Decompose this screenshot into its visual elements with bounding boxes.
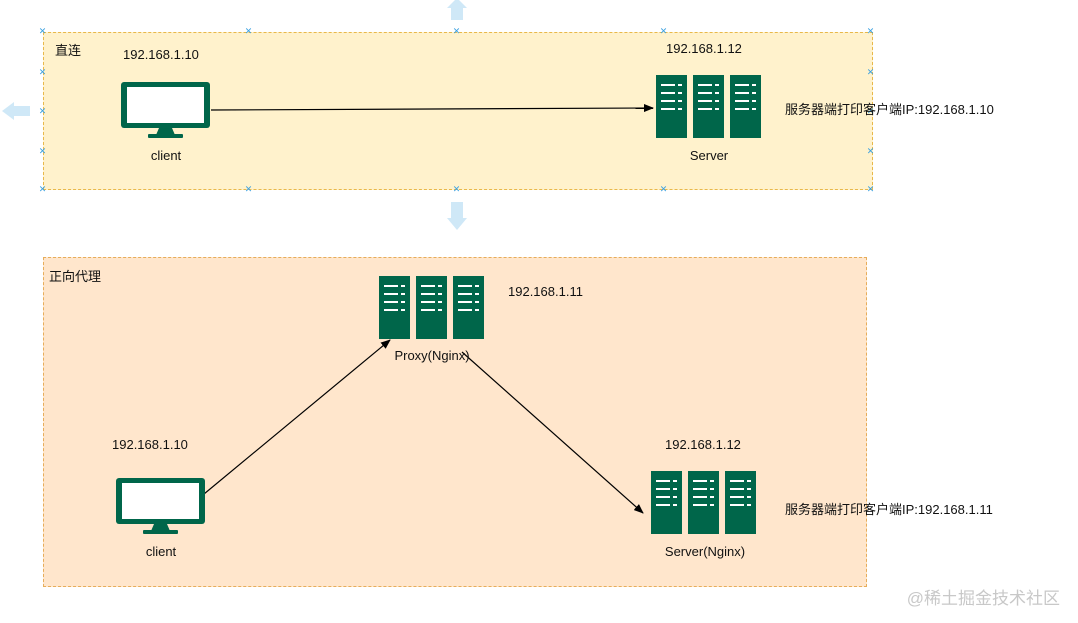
direct-group-title: 直连	[55, 43, 82, 58]
proxy-server-ip: 192.168.1.12	[665, 437, 741, 452]
proxy-client-ip: 192.168.1.10	[112, 437, 188, 452]
monitor-icon	[121, 82, 210, 138]
proxy-server-label: Server(Nginx)	[664, 544, 746, 559]
hint-arrow-down-icon	[447, 202, 467, 230]
server-rack-icon	[656, 75, 761, 138]
proxy-label: Proxy(Nginx)	[394, 348, 470, 363]
edge-client-to-proxy	[203, 339, 391, 495]
resize-handle-icon[interactable]: ✕	[866, 26, 875, 36]
proxy-client-label: client	[145, 544, 177, 559]
resize-handle-icon[interactable]: ✕	[659, 184, 668, 194]
direct-server-label: Server	[689, 148, 729, 163]
proxy-server-note: 服务器端打印客户端IP:192.168.1.11	[785, 502, 993, 517]
resize-handle-icon[interactable]: ✕	[38, 67, 47, 77]
resize-handle-icon[interactable]: ✕	[659, 26, 668, 36]
selection-hint-arrows	[2, 0, 467, 230]
resize-handle-icon[interactable]: ✕	[38, 184, 47, 194]
hint-arrow-left-icon	[2, 102, 30, 120]
resize-handle-icon[interactable]: ✕	[38, 26, 47, 36]
resize-handle-icon[interactable]: ✕	[244, 26, 253, 36]
direct-server-ip: 192.168.1.12	[666, 41, 742, 56]
resize-handle-icon[interactable]: ✕	[866, 146, 875, 156]
proxy-ip: 192.168.1.11	[508, 284, 583, 299]
direct-client-ip: 192.168.1.10	[123, 47, 199, 62]
resize-handle-icon[interactable]: ✕	[866, 67, 875, 77]
proxy-dest-server-rack-icon	[651, 471, 756, 534]
resize-handle-icon[interactable]: ✕	[244, 184, 253, 194]
proxy-server-rack-icon	[379, 276, 484, 339]
resize-handle-icon[interactable]: ✕	[452, 184, 461, 194]
edge-proxy-to-server	[461, 351, 644, 514]
resize-handle-icon[interactable]: ✕	[452, 26, 461, 36]
direct-server-note: 服务器端打印客户端IP:192.168.1.10	[785, 102, 994, 117]
direct-client-label: client	[150, 148, 182, 163]
edge-direct-client-to-server	[210, 104, 654, 113]
resize-handle-icon[interactable]: ✕	[866, 184, 875, 194]
resize-handle-icon[interactable]: ✕	[38, 106, 47, 116]
watermark-text: @稀土掘金技术社区	[906, 589, 1060, 608]
proxy-client-monitor-icon	[116, 478, 205, 534]
hint-arrow-up-icon	[447, 0, 467, 20]
proxy-group-title: 正向代理	[49, 269, 102, 284]
resize-handle-icon[interactable]: ✕	[38, 146, 47, 156]
resize-handle-icon[interactable]: ✕	[866, 106, 875, 116]
